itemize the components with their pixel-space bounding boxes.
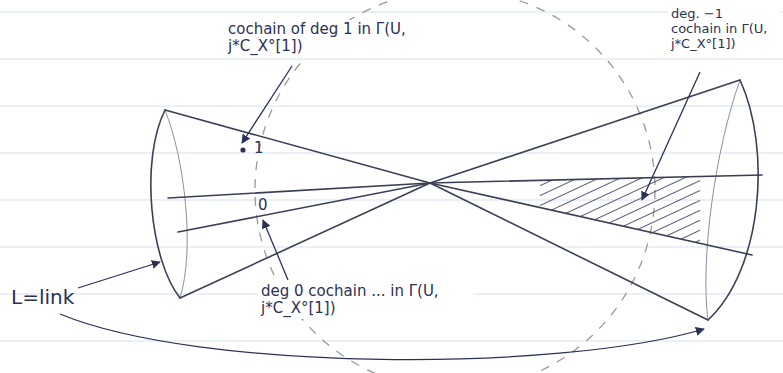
annotation-label: L=link bbox=[8, 285, 77, 310]
annotation-label: 1 bbox=[251, 139, 267, 158]
paper-rule bbox=[0, 59, 783, 60]
leader-arrow bbox=[78, 262, 160, 288]
paper-rule bbox=[0, 12, 783, 13]
right-cap bbox=[708, 80, 758, 320]
cochain-dot bbox=[240, 147, 245, 152]
leader-arrow bbox=[642, 72, 700, 200]
cone-edge bbox=[430, 80, 740, 183]
cone-ray bbox=[178, 183, 430, 232]
annotation-label: deg. −1 cochain in Γ(U, j*C_X°[1]) bbox=[668, 6, 780, 53]
cone-ray bbox=[430, 175, 762, 183]
paper-rule bbox=[0, 341, 783, 342]
left-cap-back bbox=[165, 110, 187, 298]
annotation-label: deg 0 cochain ... in Γ(U, j*C_X°[1]) bbox=[258, 282, 473, 319]
right-cap-back bbox=[706, 80, 740, 320]
paper-rule bbox=[0, 153, 783, 154]
hatched-region bbox=[540, 177, 700, 244]
cone-edge bbox=[165, 110, 430, 183]
cone-edge bbox=[180, 183, 430, 298]
left-cap bbox=[151, 110, 180, 298]
annotation-label: 0 bbox=[255, 196, 271, 215]
paper-rules bbox=[0, 12, 783, 341]
paper-rule bbox=[0, 106, 783, 107]
annotation-label: cochain of deg 1 in Γ(U, j*C_X°[1]) bbox=[225, 20, 440, 57]
leader-arrow bbox=[60, 314, 704, 360]
leader-arrow bbox=[242, 66, 292, 143]
cone-ray bbox=[430, 183, 752, 255]
leader-arrow bbox=[263, 220, 288, 280]
paper-rule bbox=[0, 247, 783, 248]
